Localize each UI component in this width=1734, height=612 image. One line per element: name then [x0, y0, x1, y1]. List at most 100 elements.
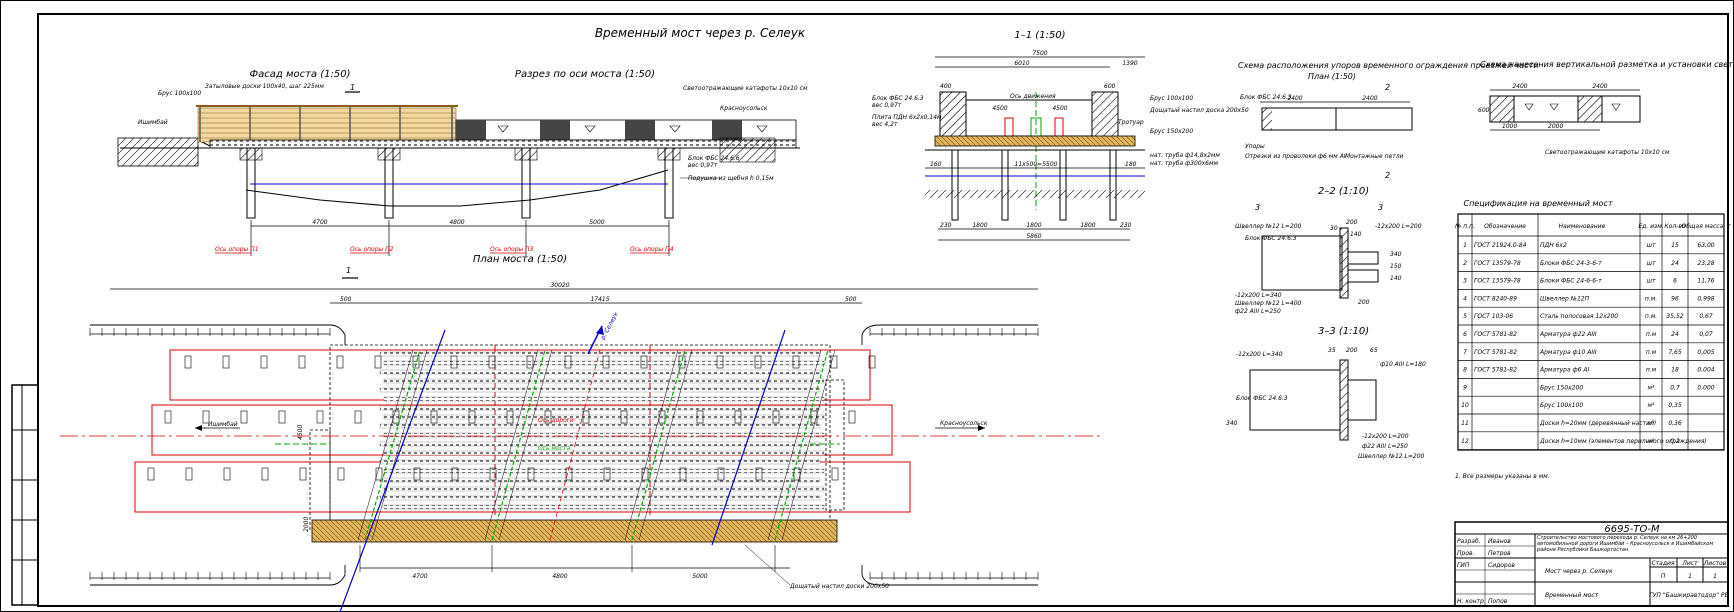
tb-head-stage: Стадия [1651, 560, 1674, 567]
scheme-cut-bottom: 2 [1385, 171, 1390, 180]
spec-cell: 11 [1461, 420, 1469, 427]
facade-brus-label: Брус 100х100 [158, 90, 201, 97]
plan-dim-bottom-3: 5000 [692, 573, 707, 580]
tb-sheets: 1 [1713, 573, 1717, 580]
plan-dim-top-1: 500 [340, 296, 352, 303]
tb-code: 6695-ТО-М [1604, 524, 1660, 535]
s22-dim-6: 140 [1390, 275, 1402, 282]
facade-view: Фасад моста (1:50) Разрез по оси моста (… [117, 69, 808, 256]
plan-deck-rows [147, 351, 876, 510]
facade-block-weight: вес 0,97т [688, 162, 718, 169]
plan-axis-bridge: Ось моста [538, 445, 570, 452]
s11-pipe2-label: нат. труба ф300х6мм [1150, 160, 1219, 167]
scheme-title: Схема расположения упоров временного огр… [1238, 61, 1539, 70]
scheme-scale: План (1:50) [1308, 72, 1356, 81]
spec-cell: ГОСТ 5781-82 [1474, 349, 1517, 356]
spec-cell: 0,005 [1697, 349, 1714, 356]
s11-dim-160: 160 [930, 161, 942, 168]
scheme-dim-2: 2400 [1362, 95, 1377, 102]
facade-rail-label: Затыловые доски 100х40, шаг 225мм [205, 83, 324, 90]
spec-cell: 0,07 [1699, 331, 1713, 338]
marking-dim-top-1: 2400 [1512, 83, 1527, 90]
tb-head-sheet: Лист [1681, 560, 1698, 567]
plan-dim-left-2: 2000 [303, 517, 310, 532]
spec-cell: Арматура ф22 AIII [1539, 331, 1597, 338]
spec-header-unit: Ед. изм. [1638, 223, 1663, 230]
s11-elev-left: 400 [940, 83, 952, 90]
spec-cell: 0,998 [1697, 295, 1714, 302]
spec-cell: Доски h=10мм (элементов перильного ограж… [1539, 438, 1707, 445]
facade-right-direction: Красноусольск [720, 105, 768, 112]
s11-dim-b3: 1800 [1026, 222, 1041, 229]
s22-label-6: ф22 AIII L=250 [1235, 308, 1281, 315]
s33-dim-2: 200 [1346, 347, 1358, 354]
tb-name-3: Сидоров [1488, 562, 1515, 569]
spec-grid [1457, 214, 1725, 450]
spec-cell: ГОСТ 13579-78 [1474, 278, 1521, 285]
s33-label-6: Швеллер №12 L=200 [1358, 453, 1425, 460]
spec-cell: 3 [1463, 278, 1467, 285]
spec-cell: 0,004 [1697, 367, 1714, 374]
s11-axis-label: Ось движения [1010, 93, 1056, 100]
spec-header-code: Обозначение [1484, 223, 1526, 230]
scheme-dim-1: 2400 [1287, 95, 1302, 102]
general-note: 1. Все размеры указаны в мм. [1455, 473, 1550, 480]
facade-left-direction: Ишимбай [138, 119, 168, 126]
s11-kerb-label: Тротуар [1118, 119, 1144, 126]
spec-cell: 0,2 [1670, 438, 1680, 445]
plan-left-direction: Ишимбай [208, 421, 238, 428]
s11-dim-top-total: 7500 [1032, 50, 1047, 57]
section-2-2: 2–2 (1:10) 3 3 Швеллер №12 L=200 Блок ФБ… [1235, 186, 1422, 315]
s33-dim-1: 35 [1328, 347, 1336, 354]
spec-cell: 12 [1461, 438, 1469, 445]
spec-cell: 6 [1463, 331, 1467, 338]
axis-section-title: Разрез по оси моста (1:50) [515, 69, 655, 80]
spec-cell: шт [1647, 278, 1656, 285]
s11-dim-b2: 1800 [972, 222, 987, 229]
specification-table: Спецификация на временный мост № п.п. Об… [1454, 199, 1731, 451]
spec-row: 12 Доски h=10мм (элементов перильного огр… [1461, 438, 1707, 445]
spec-cell: 18 [1671, 367, 1679, 374]
section-33-title: 3–3 (1:10) [1318, 326, 1369, 337]
tb-sheet-title: Временный мост [1545, 592, 1599, 599]
spec-cell: 24 [1671, 331, 1679, 338]
s33-label-4: -12х200 L=200 [1362, 433, 1409, 440]
s22-dim-7: 200 [1358, 299, 1370, 306]
s11-dim-top-side: 1390 [1122, 60, 1137, 67]
s11-dim-mid-right: 4500 [1052, 105, 1067, 112]
spec-cell: 4 [1463, 295, 1467, 302]
s11-dim-180: 180 [1125, 161, 1137, 168]
spec-cell: м³ [1648, 438, 1656, 445]
spec-cell: 0,35 [1668, 402, 1682, 409]
spec-cell: ГОСТ 103-06 [1474, 313, 1513, 320]
marking-reflectors-label: Светоотражающие катафоты 10х10 см [1545, 149, 1670, 156]
spec-cell: Арматура ф10 AIII [1539, 349, 1597, 356]
plan-dim-left: 4500 [297, 425, 304, 440]
s22-cut-left: 3 [1255, 203, 1260, 212]
facade-dim-3: 5000 [589, 219, 604, 226]
spec-header-num: № п.п. [1454, 223, 1475, 230]
marking-title: Схема нанесения вертикальной разметка и … [1480, 60, 1734, 69]
marking-dim-side: 600 [1478, 107, 1490, 114]
facade-reflectors-label: Светоотражающие катафоты 10х10 см [683, 85, 808, 92]
s33-dim-4: 340 [1226, 420, 1238, 427]
sheet-inner-frame [37, 13, 1729, 607]
spec-cell: 5 [1463, 313, 1467, 320]
spec-cell: 0,000 [1697, 384, 1714, 391]
spec-cell: ГОСТ 13579-78 [1474, 260, 1521, 267]
spec-cell: 0,7 [1670, 384, 1680, 391]
spec-cell: шт [1647, 260, 1656, 267]
s22-label-2: Блок ФБС 24.6.3 [1245, 235, 1297, 242]
s11-brus-label: Брус 100х100 [1150, 95, 1193, 102]
s11-dim-inner: 11х500=5500 [1015, 161, 1058, 168]
tb-role-1: Разраб. [1457, 538, 1481, 545]
side-stamp [11, 384, 39, 606]
s11-dim-mid-left: 4500 [992, 105, 1007, 112]
plan-dim-total: 30020 [550, 282, 569, 289]
tb-description-box: Строительство мостового перехода р. Селе… [1537, 535, 1713, 553]
